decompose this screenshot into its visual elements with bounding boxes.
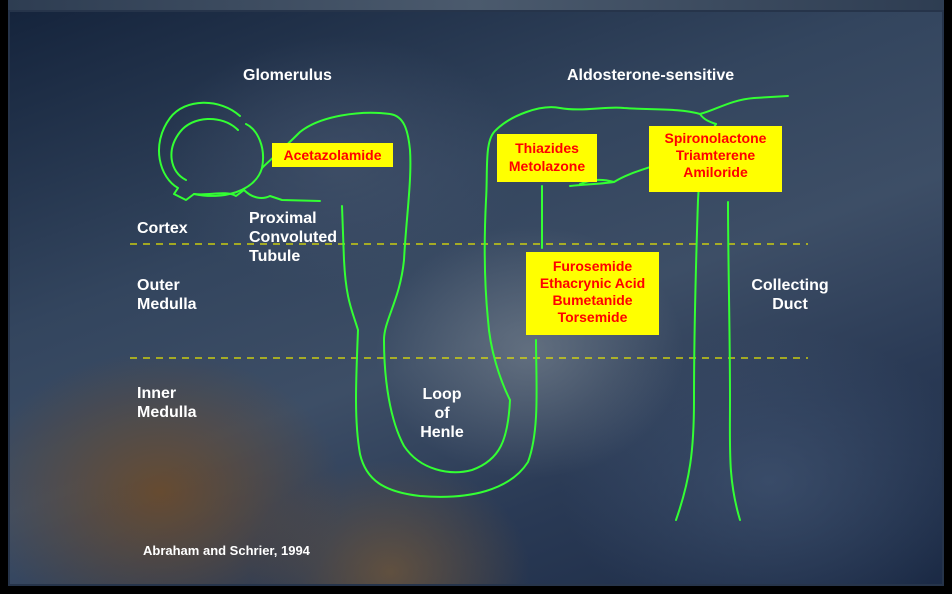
loop-diuretics-box: Furosemide Ethacrynic Acid Bumetanide To… bbox=[526, 252, 659, 335]
loop-of-henle-label: Loop of Henle bbox=[420, 386, 464, 441]
collecting-duct-right-wall bbox=[727, 201, 741, 521]
outer-medulla-label: Outer Medulla bbox=[137, 277, 197, 313]
bowman-capsule bbox=[157, 101, 264, 201]
top-bar bbox=[8, 0, 944, 10]
nephron-tubule bbox=[193, 95, 789, 498]
acetazolamide-box: Acetazolamide bbox=[272, 143, 393, 167]
reference-citation: Abraham and Schrier, 1994 bbox=[143, 543, 310, 558]
aldosterone-sensitive-label: Aldosterone-sensitive bbox=[567, 67, 735, 84]
proximal-tubule-label: Proximal Convoluted Tubule bbox=[249, 210, 337, 265]
glomerulus-label: Glomerulus bbox=[243, 67, 332, 84]
cortex-label: Cortex bbox=[137, 220, 188, 237]
inner-medulla-label: Inner Medulla bbox=[137, 385, 197, 421]
collecting-duct-label: Collecting Duct bbox=[751, 277, 829, 313]
connecting-tubule bbox=[699, 113, 717, 125]
thiazides-box: Thiazides Metolazone bbox=[497, 134, 597, 182]
potassium-sparing-box: Spironolactone Triamterene Amiloride bbox=[649, 126, 782, 192]
background-image bbox=[8, 10, 944, 586]
